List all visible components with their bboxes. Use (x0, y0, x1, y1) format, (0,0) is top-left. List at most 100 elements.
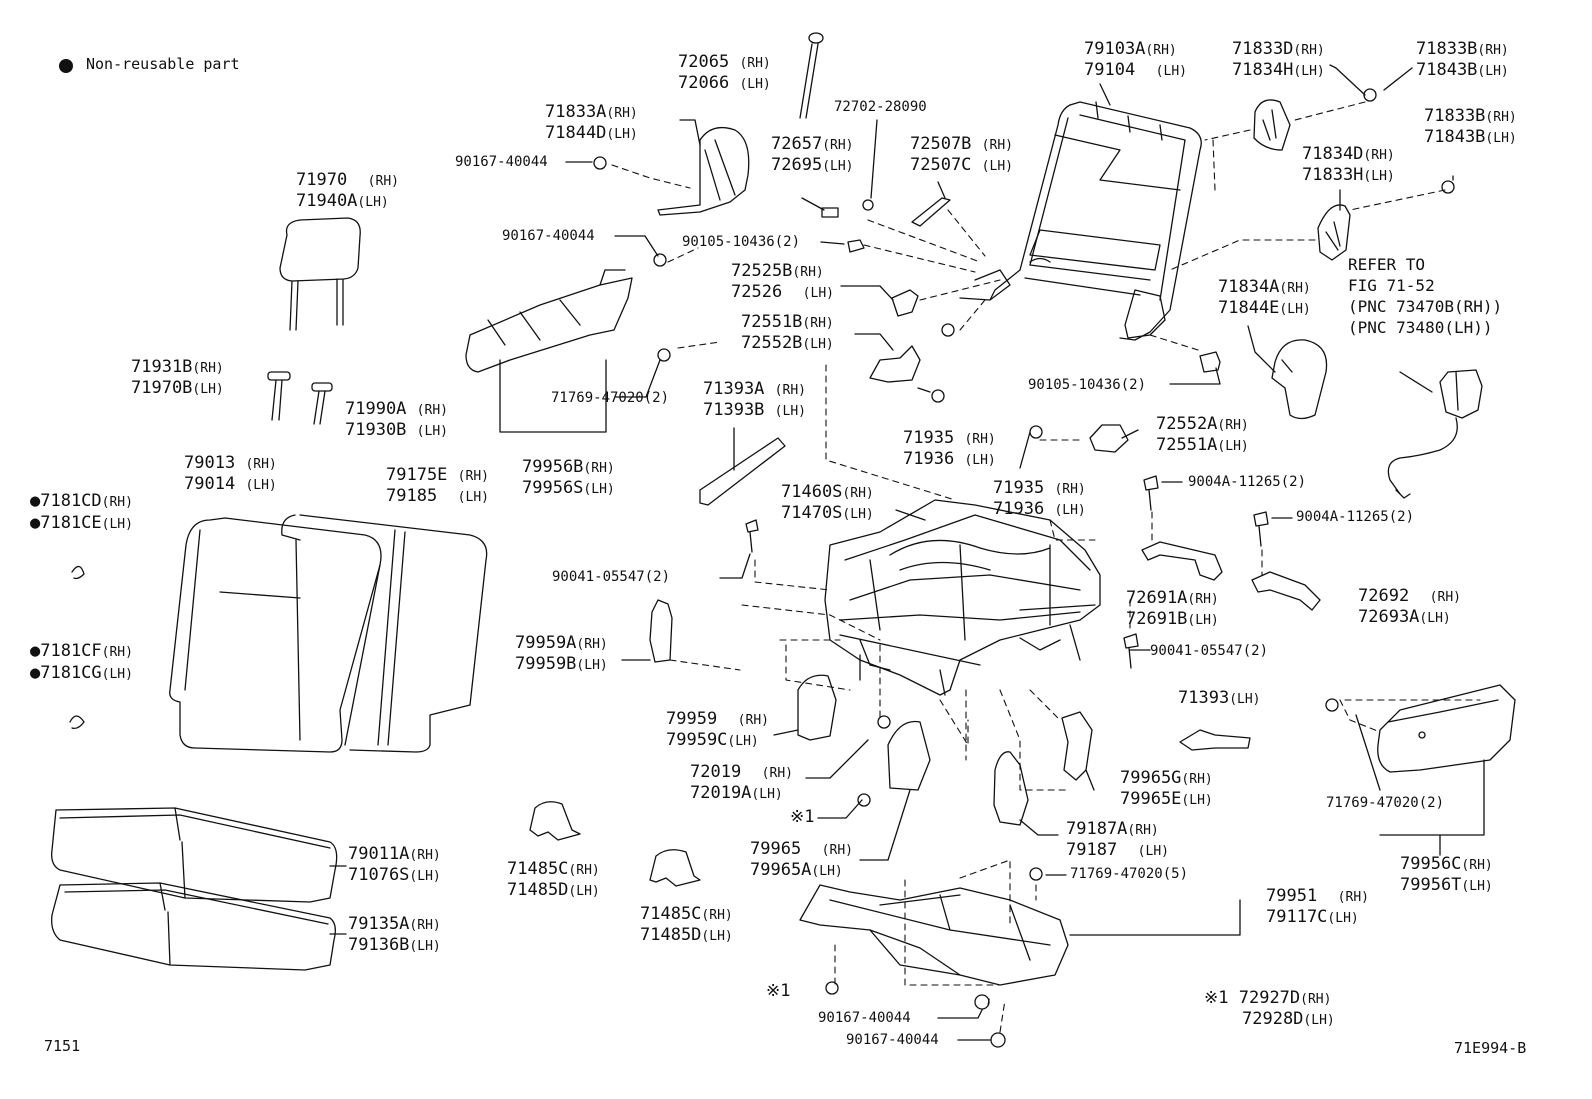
rh-suffix: (RH) (1181, 772, 1213, 787)
rh-suffix: (RH) (101, 495, 133, 510)
label-71834H: 71834H(LH) (1232, 62, 1325, 79)
lh-suffix: (LH) (1181, 793, 1213, 808)
label-90105-10436-b: 90105-10436(2) (1028, 377, 1147, 393)
part-number-72552B: 72552B (741, 333, 803, 353)
rh-suffix: (RH) (409, 848, 441, 863)
lever-part (699, 437, 786, 506)
label-79956T: 79956T(LH) (1400, 877, 1493, 894)
part-number-72927D: 72927D (1238, 988, 1301, 1008)
label-90041-05547-b: 90041-05547(2) (1150, 643, 1269, 659)
part-number-79136B: 79136B (348, 935, 410, 955)
part-number-71843B: 71843B (1424, 127, 1486, 147)
small-clip-parts (821, 197, 951, 227)
figure-id-right: 71E994-B (1454, 1039, 1527, 1057)
label-71485C-a: 71485C(RH) (507, 861, 600, 878)
seatback-frame-part (959, 101, 1202, 341)
rh-suffix: (RH) (568, 863, 600, 878)
part-number-72691B: 72691B (1126, 609, 1188, 629)
part-number-71833B: 71833B (1416, 39, 1478, 59)
refer-to-note-line-1: REFER TO (1348, 255, 1426, 274)
rh-suffix: (RH) (1145, 43, 1177, 58)
bolt-parts (745, 239, 1269, 669)
label-72066: 72066 (LH) (678, 75, 771, 92)
rh-suffix: (RH) (774, 383, 806, 398)
part-number-71843B: 71843B (1416, 60, 1478, 80)
label-71843B-2: 71843B(LH) (1424, 129, 1517, 146)
label-71970B: 71970B(LH) (131, 380, 224, 397)
rh-suffix: (RH) (1187, 592, 1219, 607)
label-71834A: 71834A(RH) (1218, 279, 1311, 296)
part-number-79951: 79951 (1266, 886, 1318, 906)
label-7181CG: ●7181CG(LH) (30, 665, 133, 682)
lh-suffix: (LH) (1303, 1013, 1335, 1028)
rh-suffix: (RH) (416, 403, 448, 418)
label-72657: 72657(RH) (771, 136, 854, 153)
label-71460S: 71460S(RH) (781, 484, 874, 501)
seatback-cover-parts (169, 514, 488, 753)
part-number-79965G: 79965G (1120, 768, 1182, 788)
part-number-79103A: 79103A (1084, 39, 1146, 59)
lh-suffix: (LH) (802, 337, 834, 352)
rh-suffix: (RH) (1477, 43, 1509, 58)
label-7181CF: ●7181CF(RH) (30, 643, 133, 660)
rh-suffix: (RH) (802, 316, 834, 331)
lh-suffix: (LH) (409, 869, 441, 884)
label-71843B-top: 71843B(LH) (1416, 62, 1509, 79)
label-71485D-b: 71485D(LH) (640, 927, 733, 944)
label-7181CD: ●7181CD(RH) (30, 493, 133, 510)
lh-suffix: (LH) (568, 884, 600, 899)
part-number-72552A: 72552A (1156, 414, 1218, 434)
label-71936-b: 71936 (LH) (993, 501, 1086, 518)
lh-suffix: (LH) (1229, 692, 1261, 707)
rh-suffix: (RH) (1429, 590, 1461, 605)
part-number-72066: 72066 (678, 73, 730, 93)
label-72507C: 72507C (LH) (910, 157, 1013, 174)
part-number-71834H: 71834H (1232, 60, 1294, 80)
rh-suffix: (RH) (1337, 890, 1369, 905)
part-number-71076S: 71076S (348, 865, 410, 885)
rh-suffix: (RH) (792, 265, 824, 280)
label-71970: 71970 (RH) (296, 172, 399, 189)
label-72019: 72019 (RH) (690, 764, 793, 781)
label-79959: 79959 (RH) (666, 711, 769, 728)
lh-suffix: (LH) (409, 939, 441, 954)
rh-suffix: (RH) (981, 138, 1013, 153)
label-9004A-11265-a: 9004A-11265(2) (1188, 474, 1307, 490)
part-number-71470S: 71470S (781, 503, 843, 523)
label-79956C: 79956C(RH) (1400, 856, 1493, 873)
bracket-parts (869, 289, 1129, 453)
rh-suffix: (RH) (457, 469, 489, 484)
dashed-alignment-lines (611, 101, 1481, 1033)
label-71470S: 71470S(LH) (781, 505, 874, 522)
part-number-71970B: 71970B (131, 378, 193, 398)
part-number-79185: 79185 (386, 486, 438, 506)
label-90167-40044-c: 90167-40044 (818, 1010, 911, 1026)
label-72525B: 72525B(RH) (731, 263, 824, 280)
label-79951: 79951 (RH) (1266, 888, 1369, 905)
label-79185: 79185 (LH) (386, 488, 489, 505)
part-number-79135A: 79135A (348, 914, 410, 934)
refer-to-note-line-3: (PNC 73470B(RH)) (1348, 297, 1503, 316)
refer-to-note-line-2: FIG 71-52 (1348, 276, 1435, 295)
lh-suffix: (LH) (964, 453, 996, 468)
footnote-mark-3: ※1 (1204, 988, 1229, 1008)
part-number-71833D: 71833D (1232, 39, 1294, 59)
part-number-79014: 79014 (184, 474, 236, 494)
legend-bullet-icon (59, 59, 73, 73)
support-bracket-parts (1141, 541, 1321, 611)
lh-suffix: (LH) (1054, 503, 1086, 518)
label-71833H: 71833H(LH) (1302, 167, 1395, 184)
lower-cover-parts (993, 711, 1251, 826)
lh-suffix: (LH) (1279, 302, 1311, 317)
part-number-71833A: 71833A (545, 102, 607, 122)
part-number-71833B: 71833B (1424, 106, 1486, 126)
fastener-parts (593, 88, 1455, 1048)
rh-suffix: (RH) (1461, 858, 1493, 873)
label-79013: 79013 (RH) (184, 455, 277, 472)
part-number-79959B: 79959B (515, 654, 577, 674)
lh-suffix: (LH) (842, 507, 874, 522)
part-number-79117C: 79117C (1266, 907, 1328, 927)
label-71833B-2: 71833B(RH) (1424, 108, 1517, 125)
small-cover-parts (529, 801, 701, 887)
